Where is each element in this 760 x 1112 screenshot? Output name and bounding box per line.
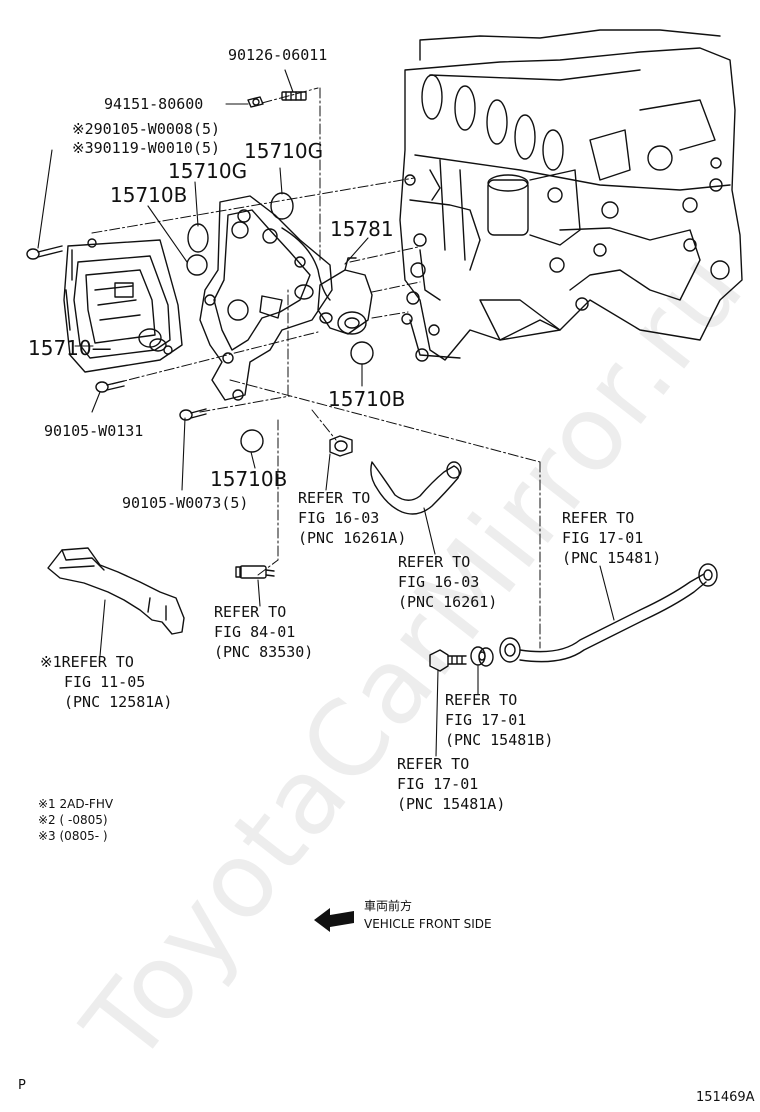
refer-line: REFER TO <box>445 691 518 709</box>
refer-line: ※1REFER TO <box>40 653 134 671</box>
refer-fig: FIG 17-01 <box>445 711 527 729</box>
refer-pnc: (PNC 15481) <box>562 549 662 567</box>
refer-pnc: (PNC 12581A) <box>64 693 173 711</box>
refer-fig: FIG 16-03 <box>298 509 380 527</box>
oil-cooler-housing <box>199 195 333 401</box>
refer-83530[interactable]: REFER TO FIG 84-01 (PNC 83530) <box>214 602 313 662</box>
union-bolt <box>429 646 494 672</box>
refer-line: REFER TO <box>397 755 470 773</box>
vehicle-front-en: VEHICLE FRONT SIDE <box>364 917 492 931</box>
vehicle-front-jp: 車両前方 <box>364 899 413 913</box>
water-hose <box>370 461 462 515</box>
refer-line: REFER TO <box>214 603 287 621</box>
label-15710b-top: 15710B <box>110 183 188 207</box>
refer-pnc: (PNC 15481B) <box>445 731 554 749</box>
refer-line: REFER TO <box>398 553 471 571</box>
refer-pnc: (PNC 15481A) <box>397 795 506 813</box>
oil-cooler-cover <box>63 238 183 373</box>
label-15710b-right: 15710B <box>328 387 406 411</box>
label-94151: 94151-80600 <box>104 95 204 113</box>
fasteners <box>26 91 307 421</box>
label-90119-w0010: ※390119-W0010(5) <box>72 139 221 157</box>
hose-clamp <box>329 435 353 457</box>
refer-pnc: (PNC 83530) <box>214 643 314 661</box>
refer-12581a[interactable]: ※1REFER TO FIG 11-05 (PNC 12581A) <box>40 652 172 712</box>
refer-16261a[interactable]: REFER TO FIG 16-03 (PNC 16261A) <box>298 488 406 548</box>
chain-case-cover <box>47 547 185 635</box>
refer-line: REFER TO <box>562 509 635 527</box>
label-15710b-bottom: 15710B <box>210 467 288 491</box>
page-code: P <box>18 1078 26 1093</box>
refer-fig: FIG 16-03 <box>398 573 480 591</box>
refer-15481a[interactable]: REFER TO FIG 17-01 (PNC 15481A) <box>397 754 505 814</box>
refer-15481b[interactable]: REFER TO FIG 17-01 (PNC 15481B) <box>445 690 553 750</box>
label-15710: 15710— <box>28 336 112 360</box>
label-90105-w0008: ※290105-W0008(5) <box>72 120 221 138</box>
label-15710g-right: 15710G <box>244 139 324 163</box>
refer-fig: FIG 84-01 <box>214 623 296 641</box>
sensor <box>235 565 275 579</box>
engine-block <box>399 29 743 362</box>
oil-pipe <box>499 563 718 663</box>
refer-fig: FIG 17-01 <box>562 529 644 547</box>
vehicle-front-arrow <box>314 908 354 932</box>
label-90105-w0073: 90105-W0073(5) <box>122 494 249 512</box>
refer-line: REFER TO <box>298 489 371 507</box>
label-90105-w0131: 90105-W0131 <box>44 422 144 440</box>
union-15781 <box>317 257 373 335</box>
refer-pnc: (PNC 16261) <box>398 593 498 611</box>
refer-16261[interactable]: REFER TO FIG 16-03 (PNC 16261) <box>398 552 497 612</box>
note-2: ※2 ( -0805) <box>38 813 108 827</box>
note-3: ※3 (0805- ) <box>38 829 108 843</box>
figure-id: 151469A <box>696 1090 755 1105</box>
refer-15481[interactable]: REFER TO FIG 17-01 (PNC 15481) <box>562 508 661 568</box>
note-1: ※1 2AD-FHV <box>38 797 114 811</box>
leader-lines <box>37 69 615 757</box>
label-15781: 15781 <box>330 217 394 241</box>
refer-pnc: (PNC 16261A) <box>298 529 407 547</box>
refer-fig: FIG 11-05 <box>64 673 146 691</box>
applicability-notes: ※1 2AD-FHV ※2 ( -0805) ※3 (0805- ) <box>38 796 113 844</box>
refer-fig: FIG 17-01 <box>397 775 479 793</box>
label-15710g-left: 15710G <box>168 159 248 183</box>
label-90126: 90126-06011 <box>228 46 328 64</box>
